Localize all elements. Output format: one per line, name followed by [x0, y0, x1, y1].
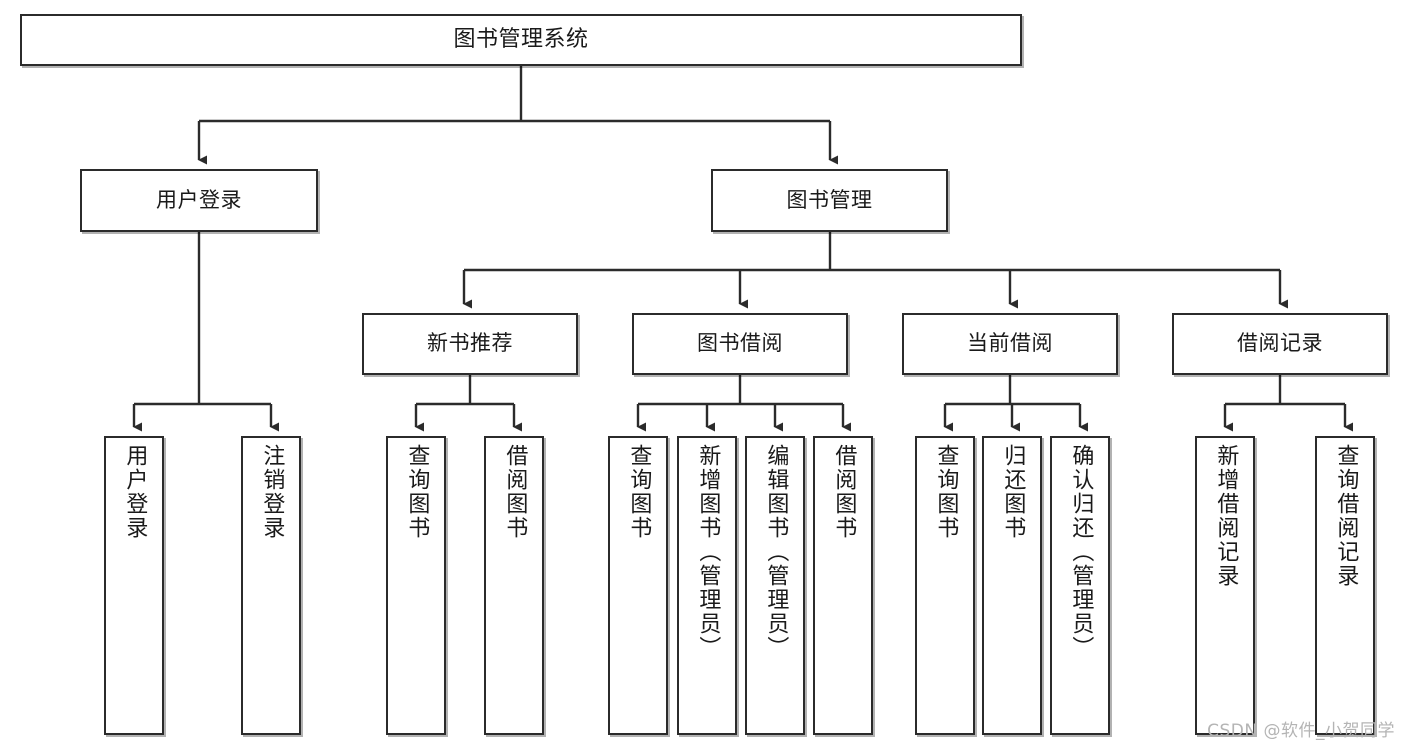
node-leaf-borrow-book-1[interactable]: 借阅图书: [484, 436, 544, 735]
node-leaf-user-login-label: 用户登录: [122, 444, 148, 540]
node-borrow-record-label: 借阅记录: [1237, 331, 1323, 356]
node-leaf-query-book-1[interactable]: 查询图书: [386, 436, 446, 735]
node-borrow-record[interactable]: 借阅记录: [1172, 313, 1388, 375]
node-leaf-edit-book-label: 编辑图书（管理员）: [763, 444, 789, 660]
node-book-manage[interactable]: 图书管理: [711, 169, 948, 232]
node-leaf-query-book-3[interactable]: 查询图书: [915, 436, 975, 735]
node-root[interactable]: 图书管理系统: [20, 14, 1022, 66]
node-new-book-recommend-label: 新书推荐: [427, 331, 513, 356]
node-current-borrow[interactable]: 当前借阅: [902, 313, 1118, 375]
node-leaf-confirm-return-label: 确认归还（管理员）: [1068, 444, 1094, 660]
node-root-label: 图书管理系统: [453, 26, 589, 52]
node-leaf-confirm-return[interactable]: 确认归还（管理员）: [1050, 436, 1110, 735]
node-leaf-query-book-1-label: 查询图书: [404, 444, 430, 540]
node-leaf-add-record-label: 新增借阅记录: [1213, 444, 1239, 588]
node-leaf-add-book-label: 新增图书（管理员）: [695, 444, 721, 660]
node-leaf-query-record[interactable]: 查询借阅记录: [1315, 436, 1375, 735]
node-leaf-borrow-book-2[interactable]: 借阅图书: [813, 436, 873, 735]
node-leaf-query-book-3-label: 查询图书: [933, 444, 959, 540]
node-leaf-logout[interactable]: 注销登录: [241, 436, 301, 735]
node-leaf-return-book-label: 归还图书: [1000, 444, 1026, 540]
node-leaf-edit-book[interactable]: 编辑图书（管理员）: [745, 436, 805, 735]
node-leaf-return-book[interactable]: 归还图书: [982, 436, 1042, 735]
node-current-borrow-label: 当前借阅: [967, 331, 1053, 356]
node-leaf-logout-label: 注销登录: [259, 444, 285, 540]
node-leaf-query-book-2[interactable]: 查询图书: [608, 436, 668, 735]
node-user-login-label: 用户登录: [156, 187, 242, 212]
watermark: CSDN @软件_小贺同学: [1207, 721, 1395, 741]
node-book-borrow[interactable]: 图书借阅: [632, 313, 848, 375]
node-leaf-add-book[interactable]: 新增图书（管理员）: [677, 436, 737, 735]
node-leaf-query-book-2-label: 查询图书: [626, 444, 652, 540]
node-book-borrow-label: 图书借阅: [697, 331, 783, 356]
node-leaf-borrow-book-2-label: 借阅图书: [831, 444, 857, 540]
node-book-manage-label: 图书管理: [786, 187, 873, 212]
node-user-login[interactable]: 用户登录: [80, 169, 318, 232]
node-leaf-borrow-book-1-label: 借阅图书: [502, 444, 528, 540]
node-new-book-recommend[interactable]: 新书推荐: [362, 313, 578, 375]
node-leaf-add-record[interactable]: 新增借阅记录: [1195, 436, 1255, 735]
node-leaf-query-record-label: 查询借阅记录: [1333, 444, 1359, 588]
node-leaf-user-login[interactable]: 用户登录: [104, 436, 164, 735]
